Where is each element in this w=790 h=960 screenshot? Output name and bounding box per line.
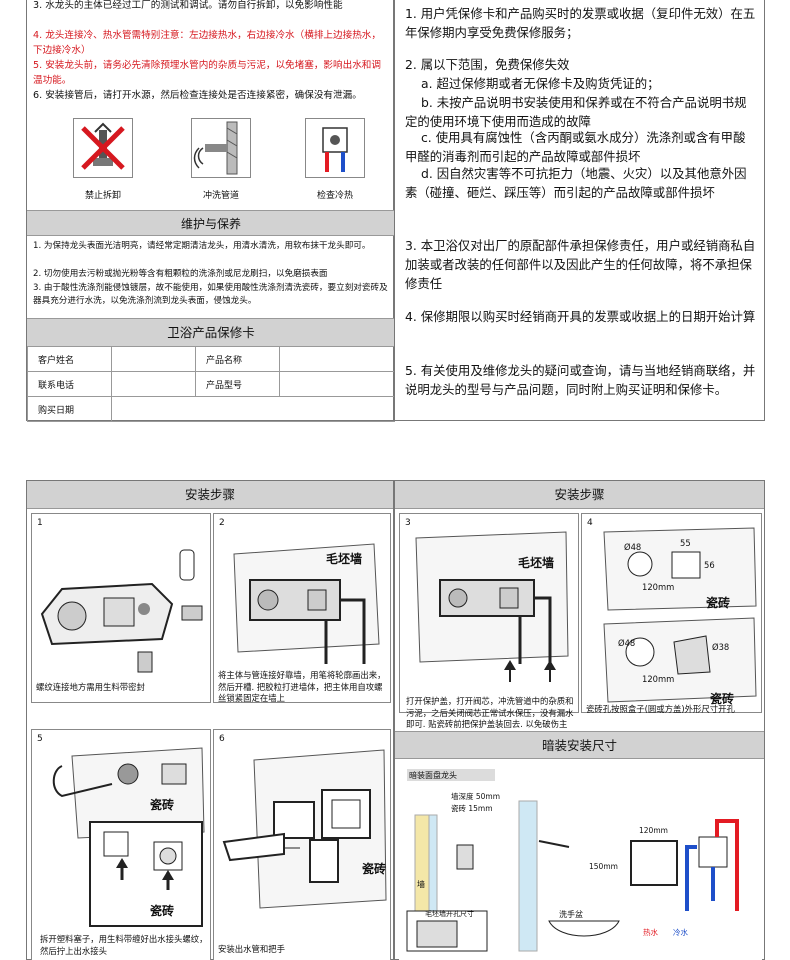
- step-6-caption: 安装出水管和把手: [218, 944, 285, 954]
- terms-2b: b. 未按产品说明书安装使用和保养或在不符合产品说明书规定的使用环境下使用而造成…: [405, 95, 747, 129]
- step-5-caption: 拆开塑料塞子，用生料带缠好出水接头螺纹，然后拧上出水接头: [40, 934, 208, 956]
- note-6: 6. 安装接管后，请打开水源，然后检查连接处是否连接紧密，确保没有泄漏。: [33, 90, 362, 101]
- step-3-wall-label: 毛坯墙: [518, 556, 555, 570]
- install-steps-right: 安装步骤 3 毛坯墙 打开保护盖，打开阀芯，冲洗管道中的杂质和污泥，之后关闭阀芯…: [394, 480, 765, 960]
- no-disassemble-caption: 禁止拆卸: [84, 191, 121, 201]
- concealed-cold-label: 冷水: [673, 928, 688, 937]
- install-title-right: 安装步骤: [395, 481, 764, 509]
- warranty-card-title: 卫浴产品保修卡: [27, 318, 395, 346]
- step-1-number: 1: [37, 518, 43, 528]
- customer-name-label: 客户姓名: [27, 346, 112, 372]
- concealed-basin-label: 洗手盆: [559, 910, 583, 919]
- product-name-field[interactable]: [279, 346, 395, 372]
- step-4-dim-d48b: Ø48: [618, 638, 636, 648]
- step-2-illustration: [233, 543, 380, 664]
- product-model-label: 产品型号: [195, 371, 280, 397]
- terms-2: 2. 属以下范围，免费保修失效: [405, 57, 570, 72]
- step-4-dim-56: 56: [704, 560, 715, 570]
- maintenance-2: 2. 切勿使用去污粉或抛光粉等含有粗颗粒的洗涤剂或尼龙刷扫，以免磨损表面: [33, 269, 328, 279]
- phone-field[interactable]: [111, 371, 196, 397]
- check-hot-cold-icon: [305, 118, 365, 178]
- step-4-dim-120b: 120mm: [642, 674, 675, 684]
- step-4-dim-120a: 120mm: [642, 582, 675, 592]
- concealed-hole-label: 毛坯墙开孔尺寸: [425, 910, 474, 918]
- purchase-date-field[interactable]: [111, 396, 395, 422]
- concealed-tile-depth: 瓷砖 15mm: [451, 804, 493, 813]
- step-1-illustration: [40, 549, 203, 673]
- product-name-label: 产品名称: [195, 346, 280, 372]
- step-3-number: 3: [405, 518, 411, 528]
- terms-2c: c. 使用具有腐蚀性（含丙酮或氨水成分）洗涤剂或含有甲酸甲醛的消毒剂而引起的产品…: [405, 130, 746, 164]
- step-6: 6 瓷砖 安装出水管和把手: [213, 729, 391, 960]
- concealed-wall-depth: 墙深度 50mm: [451, 792, 501, 801]
- concealed-150mm: 150mm: [589, 862, 618, 871]
- step-5: 5 瓷砖 瓷砖 拆开塑料塞子，用生料带缠好出水接头螺纹，然后拧上出水接头: [31, 729, 211, 960]
- note-4: 4. 龙头连接冷、热水管需特别注意：左边接热水，右边接冷水（横排上边接热水，下边…: [33, 30, 381, 56]
- no-disassemble-icon: [73, 118, 133, 178]
- flush-pipe-icon: [191, 118, 251, 178]
- step-5-illustration: [52, 747, 205, 927]
- terms-2d: d. 因自然灾害等不可抗拒力（地震、火灾）以及其他意外因素（碰撞、砸烂、踩压等）…: [405, 166, 747, 200]
- concealed-hot-label: 热水: [643, 928, 658, 937]
- step-4-number: 4: [587, 518, 593, 528]
- step-3-illustration: [415, 531, 569, 682]
- terms-5: 5. 有关使用及维修龙头的疑问或查询，请与当地经销商联络，并说明龙头的型号与产品…: [405, 363, 756, 397]
- customer-name-field[interactable]: [111, 346, 196, 372]
- step-4-caption: 瓷砖孔按照盒子(圆或方盖)外形尺寸开孔: [586, 704, 735, 714]
- maintenance-title: 维护与保养: [27, 210, 395, 236]
- step-2-wall-label: 毛坯墙: [326, 552, 363, 566]
- purchase-date-label: 购买日期: [27, 396, 112, 422]
- tips-icon-row: 禁止拆卸 冲洗管道 检查冷热: [27, 112, 395, 208]
- step-6-illustration: [222, 749, 387, 909]
- install-title-left: 安装步骤: [27, 481, 393, 509]
- step-4-tile-label-2: 瓷砖: [710, 692, 735, 706]
- step-5-tile-label-2: 瓷砖: [150, 904, 175, 918]
- step-4-dim-55: 55: [680, 538, 691, 548]
- terms-2a: a. 超过保修期或者无保修卡及购货凭证的；: [421, 76, 660, 91]
- flush-pipe-caption: 冲洗管道: [202, 191, 239, 201]
- concealed-subtitle: 暗装面盘龙头: [409, 771, 457, 780]
- step-5-number: 5: [37, 734, 43, 744]
- step-4-tile-label-1: 瓷砖: [706, 596, 731, 610]
- step-4: 4 Ø48 55 56 120mm 瓷砖 Ø48 Ø38 120mm 瓷砖 瓷砖…: [581, 513, 762, 714]
- maintenance-1: 1. 为保持龙头表面光洁明亮，请经常定期清洁龙头，用清水清洗，用软布抹干龙头即可…: [33, 241, 371, 251]
- step-3: 3 毛坯墙 打开保护盖，打开阀芯，冲洗管道中的杂质和污泥，之后关闭阀芯正常试水保…: [399, 513, 579, 741]
- concealed-wall-label: 墙: [417, 880, 425, 889]
- step-2: 2 毛坯墙 将主体与管连接好靠墙，用笔将轮廓画出来，然后开槽. 把胶粒打进墙体，…: [213, 513, 391, 703]
- maintenance-3: 3. 由于酸性洗涤剂能侵蚀镀层，故不能使用，如果使用酸性洗涤剂清洗瓷砖，要立刻对…: [33, 283, 388, 306]
- step-1: 1 螺纹连接地方需用生料带密封: [31, 513, 211, 703]
- concealed-diagram: 暗装面盘龙头 墙深度 50mm 瓷砖 15mm 墙 毛坯墙开孔尺寸 洗手盆 15…: [399, 761, 762, 960]
- phone-label: 联系电话: [27, 371, 112, 397]
- terms-1: 1. 用户凭保修卡和产品购买时的发票或收据（复印件无效）在五年保修期内享受免费保…: [405, 6, 756, 40]
- warranty-terms-panel: 1. 用户凭保修卡和产品购买时的发票或收据（复印件无效）在五年保修期内享受免费保…: [394, 0, 765, 421]
- terms-3: 3. 本卫浴仅对出厂的原配部件承担保修责任，用户或经销商私自加装或者改装的任何部…: [405, 238, 756, 291]
- note-3: 3. 水龙头的主体已经过工厂的测试和调试。请勿自行拆卸，以免影响性能: [33, 0, 343, 11]
- step-4-dim-d48: Ø48: [624, 542, 642, 552]
- instructions-panel: 3. 水龙头的主体已经过工厂的测试和调试。请勿自行拆卸，以免影响性能 4. 龙头…: [26, 0, 395, 422]
- concealed-120mm: 120mm: [639, 826, 668, 835]
- concealed-title: 暗装安装尺寸: [395, 731, 764, 759]
- step-2-caption: 将主体与管连接好靠墙，用笔将轮廓画出来，然后开槽. 把胶粒打进墙体，把主体用自攻…: [218, 670, 386, 703]
- step-2-number: 2: [219, 518, 225, 528]
- step-4-illustration: [603, 527, 757, 703]
- terms-4: 4. 保修期限以购买时经销商开具的发票或收据上的日期开始计算: [405, 309, 756, 324]
- check-hot-cold-caption: 检查冷热: [316, 191, 353, 201]
- warranty-card-table: 客户姓名 产品名称 联系电话 产品型号 购买日期: [27, 346, 395, 422]
- step-1-caption: 螺纹连接地方需用生料带密封: [36, 682, 145, 692]
- note-5: 5. 安装龙头前，请务必先清除预埋水管内的杂质与污泥，以免堵塞，影响出水和调温功…: [33, 60, 381, 86]
- step-6-tile-label: 瓷砖: [362, 862, 387, 876]
- step-6-number: 6: [219, 734, 225, 744]
- concealed-illustration: [406, 769, 739, 952]
- step-4-dim-d38: Ø38: [712, 642, 730, 652]
- step-5-tile-label-1: 瓷砖: [150, 798, 175, 812]
- install-steps-left: 安装步骤 1 螺纹连接地方需用生料带密封 2 毛坯墙 将主体与管连接好靠墙，用笔…: [26, 480, 394, 960]
- product-model-field[interactable]: [279, 371, 395, 397]
